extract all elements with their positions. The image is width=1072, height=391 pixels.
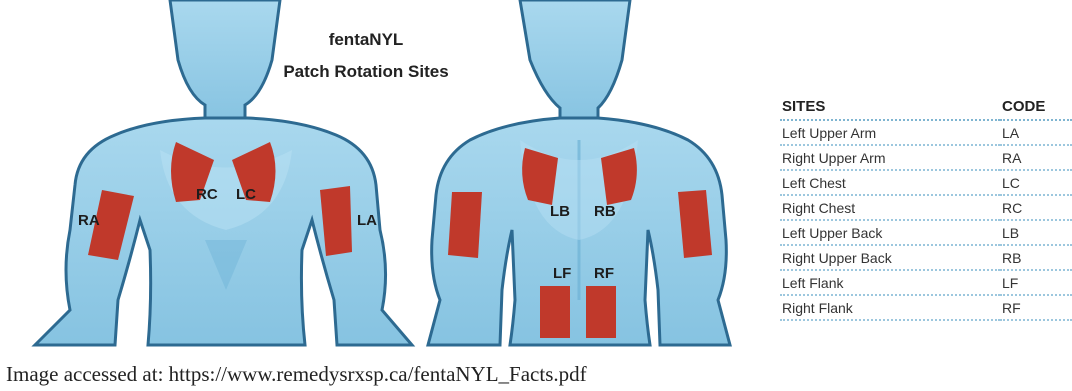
site-name: Left Chest <box>780 170 1000 195</box>
site-code: LF <box>1000 270 1072 295</box>
back-body-figure <box>428 0 730 345</box>
patch-back-right-arm <box>678 190 712 258</box>
site-code: RA <box>1000 145 1072 170</box>
patch-left-flank <box>540 286 570 338</box>
site-code: LB <box>1000 220 1072 245</box>
patch-back-left-arm <box>448 192 482 258</box>
site-code: RF <box>1000 295 1072 320</box>
label-lb: LB <box>550 203 570 220</box>
header-sites: SITES <box>780 95 1000 120</box>
site-code: RB <box>1000 245 1072 270</box>
label-rc: RC <box>196 186 218 203</box>
label-lc: LC <box>236 186 256 203</box>
patch-left-upper-back <box>522 148 558 205</box>
site-code: RC <box>1000 195 1072 220</box>
site-name: Right Upper Back <box>780 245 1000 270</box>
diagram-title-line2: Patch Rotation Sites <box>246 62 486 82</box>
header-code: CODE <box>1000 95 1072 120</box>
patch-right-upper-back <box>601 148 637 205</box>
label-la: LA <box>357 212 377 229</box>
site-name: Right Chest <box>780 195 1000 220</box>
patch-right-flank <box>586 286 616 338</box>
label-ra: RA <box>78 212 100 229</box>
site-name: Left Upper Back <box>780 220 1000 245</box>
label-rf: RF <box>594 265 614 282</box>
diagram-title-line1: fentaNYL <box>286 30 446 50</box>
label-rb: RB <box>594 203 616 220</box>
site-name: Left Upper Arm <box>780 120 1000 145</box>
site-code: LA <box>1000 120 1072 145</box>
site-name: Left Flank <box>780 270 1000 295</box>
front-body-figure <box>35 0 412 345</box>
site-name: Right Upper Arm <box>780 145 1000 170</box>
site-name: Right Flank <box>780 295 1000 320</box>
label-lf: LF <box>553 265 571 282</box>
site-code: LC <box>1000 170 1072 195</box>
table-header-row: SITES CODE <box>780 95 1072 120</box>
image-source-caption: Image accessed at: https://www.remedysrx… <box>6 362 587 387</box>
